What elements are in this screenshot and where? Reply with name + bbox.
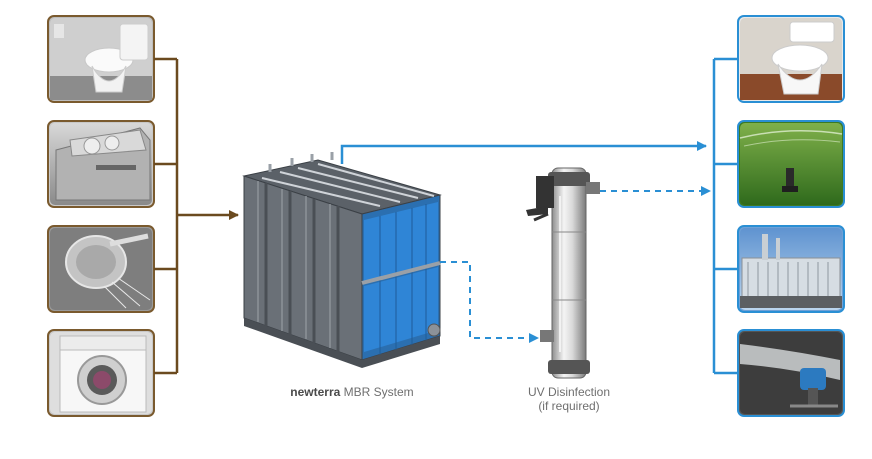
reuse-distribution-lines <box>712 57 738 375</box>
uv-label-line2: (if required) <box>538 399 600 413</box>
mbr-system-unit <box>242 152 442 368</box>
mbr-system-label: newterra MBR System <box>262 385 442 399</box>
mbr-brand-label: newterra <box>290 385 341 399</box>
reuse-cooling-tower-tile <box>737 225 845 313</box>
reuse-dust-suppression-tile <box>737 329 845 417</box>
uv-disinfection-unit <box>526 167 600 379</box>
reuse-sprinkler-tile <box>737 120 845 208</box>
source-toilet-tile <box>47 15 155 103</box>
source-shower-tile <box>47 225 155 313</box>
mbr-to-uv-dashed-arrow <box>440 261 539 343</box>
source-dishwasher-tile <box>47 120 155 208</box>
source-collector-lines <box>154 57 179 375</box>
source-washing-machine-tile <box>47 329 155 417</box>
uv-label-line1: UV Disinfection <box>527 385 611 399</box>
mbr-to-reuse-arrow <box>340 141 707 164</box>
reuse-toilet-tile <box>737 15 845 103</box>
mbr-system-text: MBR System <box>343 385 414 399</box>
uv-disinfection-label: UV Disinfection (if required) <box>497 385 641 413</box>
